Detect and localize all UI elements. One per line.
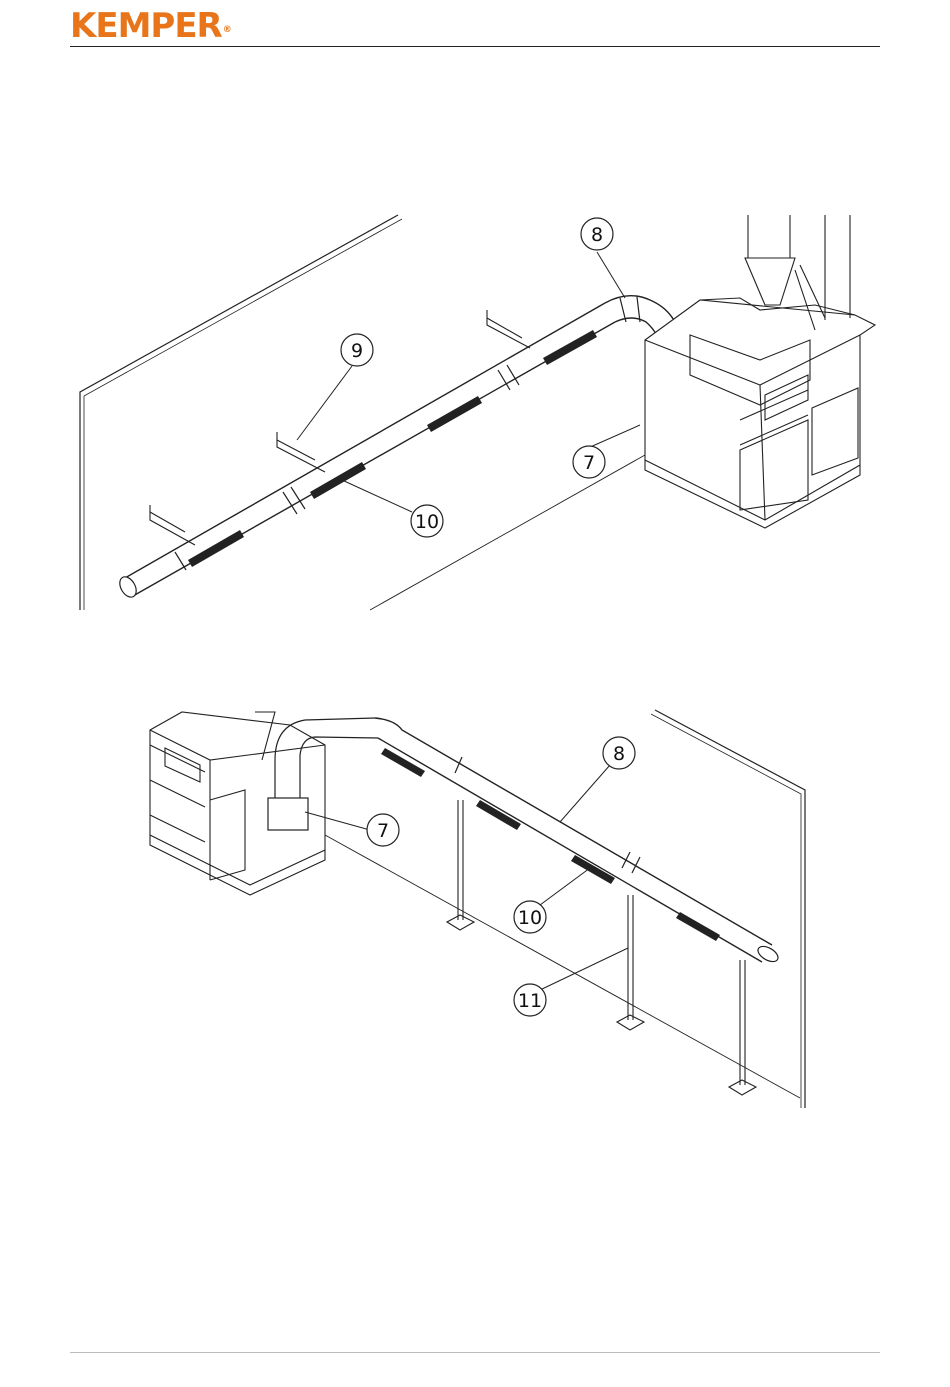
figure-floor-stand: 8 7 10 11 <box>0 700 950 1120</box>
suction-slots <box>381 748 720 941</box>
kemper-logo: KEMPER® <box>70 8 231 44</box>
svg-text:8: 8 <box>613 743 625 765</box>
svg-text:7: 7 <box>583 452 595 474</box>
svg-text:7: 7 <box>377 820 389 842</box>
callout-11: 11 <box>514 984 546 1016</box>
floor-stand <box>447 800 756 1095</box>
svg-text:10: 10 <box>518 907 542 929</box>
callout-7: 7 <box>367 814 399 846</box>
callout-7: 7 <box>573 446 605 478</box>
callout-8: 8 <box>581 218 613 250</box>
page-header: KEMPER® <box>70 8 880 48</box>
wall-outline <box>655 710 805 1108</box>
callout-10: 10 <box>514 901 546 933</box>
footer-rule <box>70 1352 880 1353</box>
callout-8: 8 <box>603 737 635 769</box>
filter-unit <box>645 215 875 528</box>
svg-text:10: 10 <box>415 511 439 533</box>
svg-text:9: 9 <box>351 340 363 362</box>
svg-text:8: 8 <box>591 224 603 246</box>
callout-9: 9 <box>341 334 373 366</box>
header-rule <box>70 46 880 47</box>
wall-bracket <box>150 310 530 545</box>
wall-outline <box>80 215 398 610</box>
svg-text:11: 11 <box>518 990 542 1012</box>
figure-wall-mounted: 8 9 7 10 <box>0 200 950 620</box>
callout-10: 10 <box>411 505 443 537</box>
